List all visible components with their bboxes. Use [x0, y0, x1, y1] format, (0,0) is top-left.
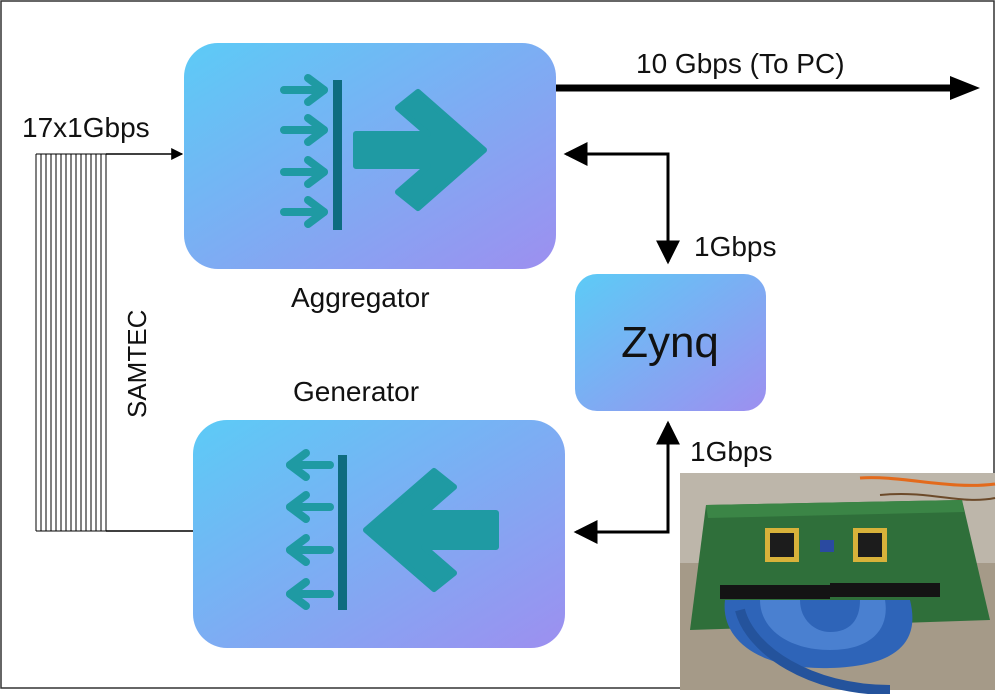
aggregator-bar-icon: [333, 80, 342, 230]
zynq-generator-link: [573, 420, 680, 544]
aggregator-label: Aggregator: [291, 282, 430, 313]
samtec-label: SAMTEC: [122, 310, 152, 418]
input-arrows-icon: [280, 74, 328, 228]
aggregator-big-arrow-icon: [353, 89, 487, 211]
aggregator-block: [184, 43, 556, 269]
link-top-label: 1Gbps: [694, 231, 777, 262]
hardware-board-photo: [680, 473, 996, 694]
link-bottom-label: 1Gbps: [690, 436, 773, 467]
zynq-aggregator-link: [563, 142, 680, 265]
input-links-label: 17x1Gbps: [22, 112, 150, 143]
output-arrows-icon: [286, 449, 334, 610]
samtec-cable-bundle: [35, 153, 107, 532]
generator-bar-icon: [338, 455, 347, 610]
generator-block: [193, 420, 565, 648]
output-10g-arrowhead-icon: [950, 76, 980, 100]
zynq-block: [575, 274, 766, 411]
zynq-label: Zynq: [621, 318, 719, 367]
to-pc-label: 10 Gbps (To PC): [636, 48, 845, 79]
generator-big-arrow-icon: [363, 468, 499, 592]
generator-label: Generator: [293, 376, 419, 407]
